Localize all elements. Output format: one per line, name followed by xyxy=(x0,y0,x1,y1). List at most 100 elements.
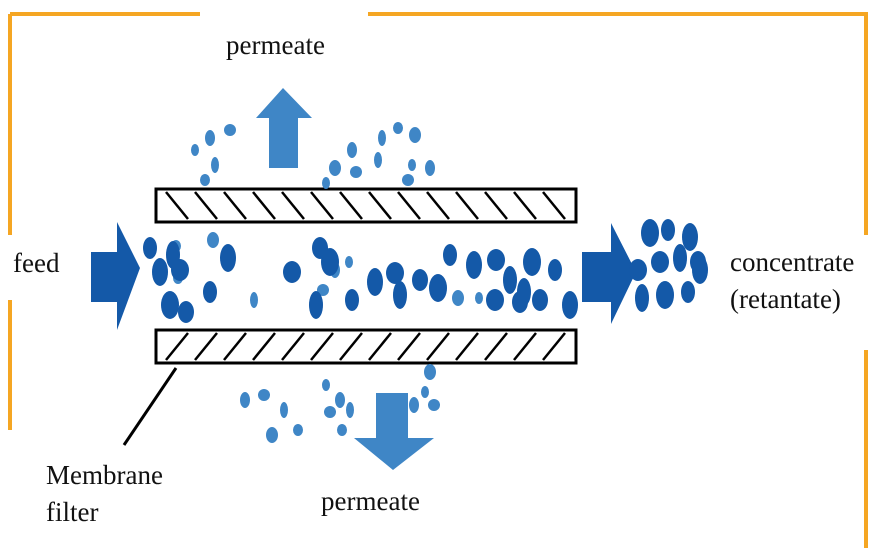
particle-dark xyxy=(532,289,548,311)
hatch-line xyxy=(426,191,450,220)
hatch-line xyxy=(426,332,450,361)
hatch-line xyxy=(194,191,218,220)
particle-light xyxy=(350,166,362,178)
retentate-label: (retantate) xyxy=(730,283,845,315)
frame-top-right xyxy=(368,12,868,235)
particle-dark xyxy=(661,219,675,241)
particle-dark xyxy=(393,281,407,309)
particle-dark xyxy=(466,251,482,279)
particle-light xyxy=(317,284,329,296)
hatch-line xyxy=(455,332,479,361)
particles xyxy=(143,122,708,443)
particle-light xyxy=(324,406,336,418)
membrane-pointer-line xyxy=(122,367,178,446)
bottom-membrane xyxy=(154,328,578,365)
hatch-line xyxy=(455,191,479,220)
permeate-top-label: permeate xyxy=(226,29,325,61)
particle-dark xyxy=(487,249,505,271)
particle-dark xyxy=(412,269,428,291)
hatch-line xyxy=(542,332,566,361)
particle-dark xyxy=(178,301,194,323)
particle-light xyxy=(402,174,414,186)
particle-light xyxy=(240,392,250,408)
particle-light xyxy=(205,130,215,146)
hatch-line xyxy=(397,191,421,220)
particle-dark xyxy=(548,259,562,281)
particle-dark xyxy=(656,281,674,309)
hatch-line xyxy=(310,191,334,220)
particle-light xyxy=(425,160,435,176)
particle-light xyxy=(258,389,270,401)
top-membrane xyxy=(154,187,578,224)
particle-light xyxy=(428,399,440,411)
particle-light xyxy=(409,397,419,413)
hatch-line xyxy=(194,332,218,361)
particle-light xyxy=(345,256,353,268)
particle-light xyxy=(335,392,345,408)
hatch-line xyxy=(223,332,247,361)
particle-light xyxy=(322,177,330,189)
particle-light xyxy=(191,144,199,156)
hatch-line xyxy=(368,332,392,361)
particle-light xyxy=(293,424,303,436)
particle-dark xyxy=(682,223,698,251)
membrane-label: Membrane xyxy=(46,459,163,491)
particle-dark xyxy=(641,219,659,247)
particle-dark xyxy=(692,256,708,284)
particle-light xyxy=(346,402,354,418)
particle-light xyxy=(329,160,341,176)
hatch-line xyxy=(252,191,276,220)
particle-dark xyxy=(345,289,359,311)
particle-light xyxy=(475,292,483,304)
particle-light xyxy=(393,122,403,134)
particle-light xyxy=(280,402,288,418)
hatch-line xyxy=(223,191,247,220)
particle-light xyxy=(409,127,421,143)
particle-light xyxy=(424,364,436,380)
hatch-line xyxy=(484,191,508,220)
hatch-line xyxy=(281,191,305,220)
particle-dark xyxy=(651,251,669,273)
hatch-line xyxy=(397,332,421,361)
feed-arrow xyxy=(91,222,140,330)
particle-dark xyxy=(517,278,531,306)
hatch-line xyxy=(339,191,363,220)
particle-light xyxy=(452,290,464,306)
particle-dark xyxy=(283,261,301,283)
particle-dark xyxy=(166,241,180,269)
particle-light xyxy=(207,232,219,248)
hatch-line xyxy=(165,332,189,361)
particle-light xyxy=(211,157,219,173)
hatch-line xyxy=(165,191,189,220)
particle-dark xyxy=(367,268,383,296)
particle-light xyxy=(378,130,386,146)
particle-dark xyxy=(203,281,217,303)
particle-light xyxy=(337,424,347,436)
particle-light xyxy=(322,379,330,391)
hatch-line xyxy=(368,191,392,220)
particle-light xyxy=(224,124,236,136)
permeate-down-arrow xyxy=(354,393,434,470)
particle-dark xyxy=(503,266,517,294)
particle-dark xyxy=(429,274,447,302)
permeate-up-arrow xyxy=(256,88,312,168)
hatch-line xyxy=(310,332,334,361)
hatch-line xyxy=(542,191,566,220)
concentrate-label: concentrate xyxy=(730,246,859,278)
particle-dark xyxy=(386,262,404,284)
particle-dark xyxy=(152,258,168,286)
particle-dark xyxy=(635,284,649,312)
permeate-bottom-label: permeate xyxy=(321,485,420,517)
particle-light xyxy=(250,292,258,308)
particle-light xyxy=(200,174,210,186)
particle-dark xyxy=(443,244,457,266)
filter-label: filter xyxy=(46,496,99,528)
hatch-line xyxy=(252,332,276,361)
particle-dark xyxy=(523,248,541,276)
particle-dark xyxy=(309,291,323,319)
hatch-line xyxy=(484,332,508,361)
particle-dark xyxy=(673,244,687,272)
hatch-line xyxy=(339,332,363,361)
